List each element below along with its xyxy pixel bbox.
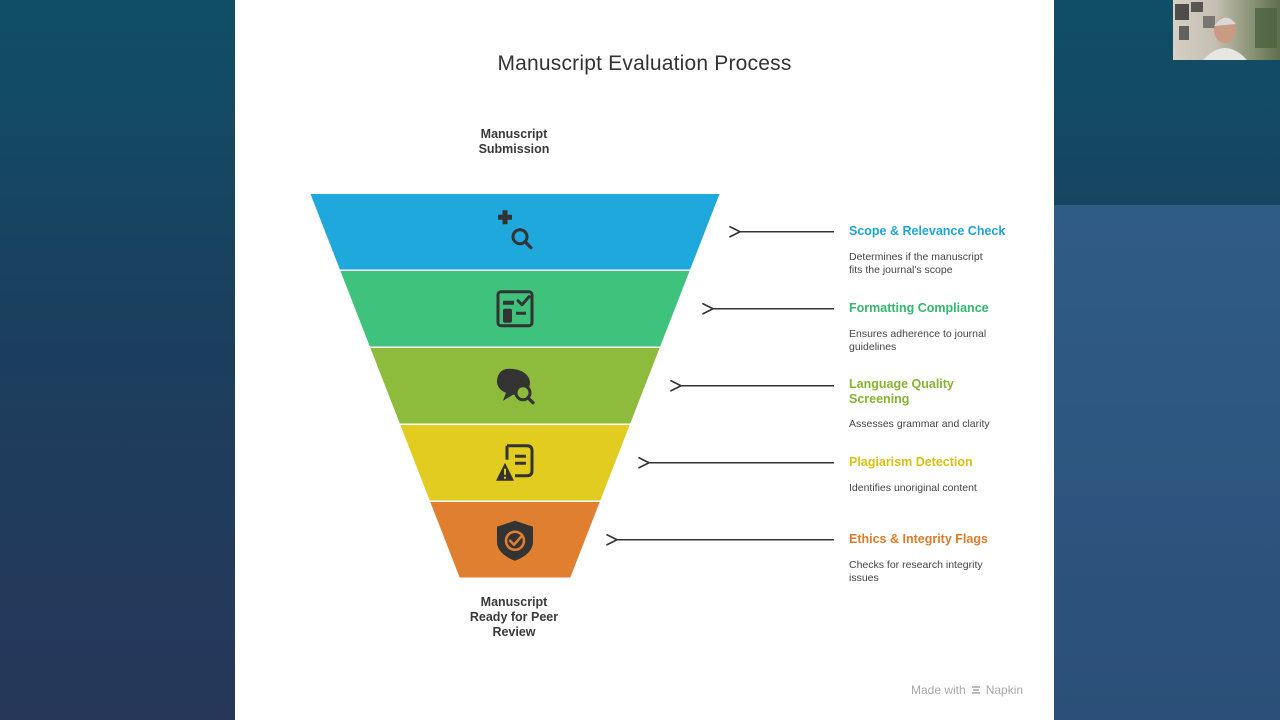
diagram-title: Manuscript Evaluation Process — [497, 52, 792, 75]
webcam-thumbnail — [1173, 0, 1280, 60]
start-label: Manuscript Submission — [478, 127, 550, 156]
watermark-brand: Napkin — [985, 683, 1024, 697]
step-title: Language Quality Screening — [849, 377, 954, 406]
background-panel — [1054, 205, 1280, 720]
step-description: Assesses grammar and clarity — [849, 418, 990, 430]
watermark: Made with Napkin — [911, 683, 1023, 697]
document-warning-icon — [496, 444, 534, 481]
chat-search-icon — [497, 368, 535, 405]
step-title: Formatting Compliance — [849, 301, 989, 315]
napkin-logo-icon — [971, 686, 980, 694]
presenter-video — [1175, 2, 1277, 60]
step-description: Ensures adherence to journal guidelines — [849, 328, 987, 353]
funnel-diagram — [310, 194, 834, 578]
search-plus-icon — [498, 210, 533, 250]
funnel-layer — [340, 271, 690, 347]
step-title: Scope & Relevance Check — [849, 224, 1006, 238]
slide: Manuscript Evaluation Process Manuscript… — [235, 0, 1054, 720]
end-label: Manuscript Ready for Peer Review — [469, 595, 559, 639]
step-description: Determines if the manuscript fits the jo… — [849, 251, 983, 276]
step-description: Checks for research integrity issues — [849, 559, 983, 584]
checklist-document-icon — [496, 290, 534, 328]
watermark-text: Made with — [911, 683, 966, 697]
step-title: Ethics & Integrity Flags — [849, 532, 988, 546]
step-description: Identifies unoriginal content — [849, 482, 977, 494]
step-title: Plagiarism Detection — [849, 455, 973, 469]
shield-check-icon — [497, 520, 533, 561]
